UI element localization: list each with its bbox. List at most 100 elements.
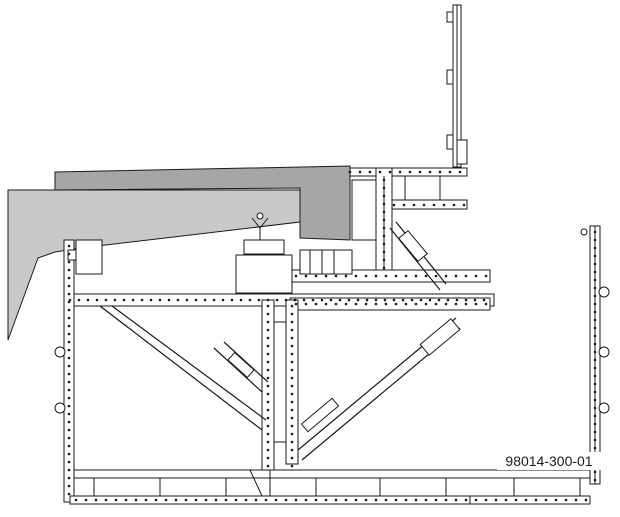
hole-dot	[448, 170, 452, 174]
hole-dot	[67, 428, 71, 432]
hole-dot	[412, 203, 416, 207]
hole-dot	[514, 498, 518, 502]
hole-dot	[383, 298, 387, 302]
hole-dot	[593, 334, 597, 338]
hole-dot	[266, 304, 270, 308]
hole-dot	[593, 398, 597, 402]
hole-dot	[593, 366, 597, 370]
hole-dot	[290, 400, 294, 404]
drawing-number-label: 98014-300-01	[497, 452, 601, 470]
hole-dot	[67, 364, 71, 368]
hole-dot	[484, 302, 488, 306]
hole-dot	[324, 302, 328, 306]
hole-dot	[593, 294, 597, 298]
hole-dot	[290, 456, 294, 460]
hole-dot	[290, 352, 294, 356]
hole-dot	[324, 274, 328, 278]
hole-dot	[438, 170, 442, 174]
hole-dot	[67, 348, 71, 352]
hole-dot	[67, 492, 71, 496]
hole-dot	[284, 298, 288, 302]
hole-dot	[114, 498, 118, 502]
hole-dot	[67, 244, 71, 248]
hole-dot	[384, 498, 388, 502]
hole-dot	[293, 298, 297, 302]
hole-dot	[67, 284, 71, 288]
hole-dot	[454, 498, 458, 502]
post-clamps	[54, 228, 610, 414]
hole-dot	[266, 368, 270, 372]
hole-dot	[113, 298, 117, 302]
hole-dot	[266, 416, 270, 420]
hole-dot	[593, 278, 597, 282]
left-vertical-post	[63, 239, 103, 503]
hole-dot	[414, 302, 418, 306]
hole-dot	[248, 298, 252, 302]
hole-dot	[392, 203, 396, 207]
hole-dot	[304, 498, 308, 502]
hole-dot	[67, 292, 71, 296]
hole-dot	[311, 298, 315, 302]
hole-dot	[67, 356, 71, 360]
hole-dot	[67, 388, 71, 392]
hole-dot	[474, 274, 478, 278]
hole-dot	[394, 274, 398, 278]
hole-dot	[593, 318, 597, 322]
hole-dot	[184, 498, 188, 502]
beam-hole-pattern	[67, 170, 597, 502]
hole-dot	[344, 302, 348, 306]
hole-dot	[593, 414, 597, 418]
hole-dot	[167, 298, 171, 302]
hole-dot	[124, 498, 128, 502]
hole-dot	[194, 298, 198, 302]
hole-dot	[290, 328, 294, 332]
hole-dot	[444, 498, 448, 502]
hole-dot	[266, 456, 270, 460]
hole-dot	[67, 260, 71, 264]
hole-dot	[67, 412, 71, 416]
hole-dot	[290, 424, 294, 428]
hole-dot	[484, 498, 488, 502]
hole-dot	[266, 344, 270, 348]
hole-dot	[67, 324, 71, 328]
hole-dot	[94, 498, 98, 502]
hole-dot	[266, 464, 270, 468]
hole-dot	[593, 342, 597, 346]
hole-dot	[408, 170, 412, 174]
hole-dot	[437, 298, 441, 302]
hole-dot	[344, 498, 348, 502]
center-column-upper	[351, 167, 393, 279]
hole-dot	[290, 376, 294, 380]
hole-dot	[419, 298, 423, 302]
hole-dot	[67, 380, 71, 384]
hole-dot	[230, 298, 234, 302]
hole-dot	[404, 302, 408, 306]
hole-dot	[374, 498, 378, 502]
hole-dot	[266, 298, 270, 302]
hole-dot	[544, 498, 548, 502]
head-clamp-assembly	[235, 212, 353, 294]
hole-dot	[74, 498, 78, 502]
hole-dot	[378, 170, 382, 174]
hole-dot	[67, 404, 71, 408]
hole-dot	[144, 498, 148, 502]
hole-dot	[266, 312, 270, 316]
hole-dot	[174, 498, 178, 502]
center-mast	[261, 299, 299, 471]
hole-dot	[347, 298, 351, 302]
hole-dot	[382, 234, 386, 238]
hole-dot	[164, 498, 168, 502]
hole-dot	[67, 460, 71, 464]
hole-dot	[392, 298, 396, 302]
hole-dot	[454, 302, 458, 306]
hole-dot	[290, 336, 294, 340]
hole-dot	[356, 298, 360, 302]
hole-dot	[266, 320, 270, 324]
hole-dot	[176, 298, 180, 302]
hole-dot	[244, 498, 248, 502]
hole-dot	[266, 432, 270, 436]
hole-dot	[257, 298, 261, 302]
hole-dot	[134, 498, 138, 502]
hole-dot	[266, 424, 270, 428]
hole-dot	[382, 202, 386, 206]
